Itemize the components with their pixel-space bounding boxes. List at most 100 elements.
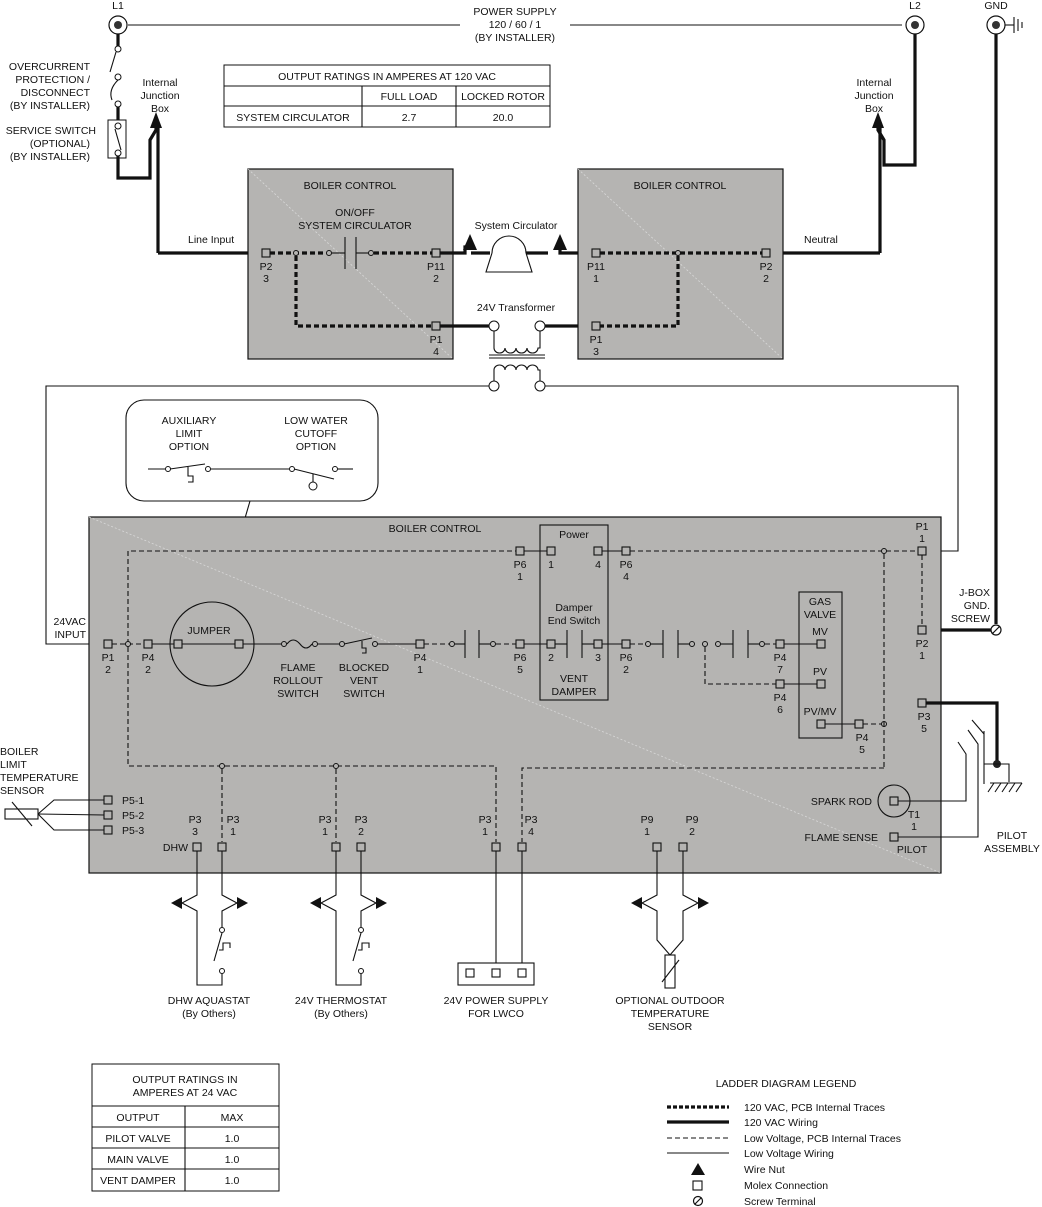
p1-3-label: P1	[590, 334, 603, 346]
table-24-row-3-value: 1.0	[225, 1175, 240, 1187]
damper-pin-2: 2	[548, 652, 554, 664]
molex-t1-1	[889, 796, 899, 806]
vent-damper-label-1: VENT	[560, 673, 589, 685]
l1-branch: OVERCURRENT PROTECTION / DISCONNECT (BY …	[6, 34, 262, 255]
p6-2-pin: 2	[623, 664, 629, 676]
power-supply-title-3: (BY INSTALLER)	[475, 32, 555, 44]
p4-5-label: P4	[856, 732, 869, 744]
outdoor-sensor-label-1: OPTIONAL OUTDOOR	[615, 995, 725, 1007]
outdoor-sensor-label-3: SENSOR	[648, 1021, 693, 1033]
circulator-switch-label-2: SYSTEM CIRCULATOR	[298, 220, 412, 232]
l2-label: L2	[909, 0, 921, 12]
molex-p3-1-lwco	[491, 842, 501, 852]
molex-p4-6	[775, 679, 785, 689]
p4-7-label: P4	[774, 652, 787, 664]
p4-5-pin: 5	[859, 744, 865, 756]
gas-valve-pvmv-label: PV/MV	[804, 706, 837, 718]
table-120-header-locked-rotor: LOCKED ROTOR	[461, 91, 545, 103]
wire-nut-icon	[463, 234, 477, 250]
p4-2-pin: 2	[145, 664, 151, 676]
wire-nut-icon	[310, 897, 321, 909]
molex-p1-2	[103, 639, 113, 649]
table-120-locked-rotor-value: 20.0	[493, 112, 514, 124]
t1-label: T1	[908, 809, 920, 821]
circulator-motor-icon	[485, 235, 533, 273]
wire-nut-icon	[150, 112, 162, 128]
thermostat-label: 24V THERMOSTAT	[295, 995, 388, 1007]
relay-contact-icon-3	[721, 630, 765, 658]
molex-damper-3	[593, 639, 603, 649]
right-junction-label-3: Box	[865, 103, 884, 115]
p3-4-pin: 4	[528, 826, 534, 838]
gnd-label: GND	[984, 0, 1008, 12]
vent-damper-box: Power 1 4 Damper End Switch 2 3 VENT DAM…	[539, 524, 609, 701]
24v-transformer: 24V Transformer	[45, 302, 959, 645]
system-circulator: System Circulator	[440, 220, 590, 273]
legend-item-3: Low Voltage, PCB Internal Traces	[744, 1133, 901, 1145]
molex-p4-7	[775, 639, 785, 649]
p3-1b-label: P3	[319, 814, 332, 826]
lwco-power-supply: 24V POWER SUPPLY FOR LWCO	[444, 851, 548, 1020]
options-bubble: AUXILIARY LIMIT OPTION LOW WATER CUTOFF …	[125, 399, 379, 605]
left-junction-label-1: Internal	[142, 77, 177, 89]
molex-p6-5	[515, 639, 525, 649]
p11-1-label: P11	[587, 261, 605, 273]
p3-2-label: P3	[355, 814, 368, 826]
molex-p3-3	[192, 842, 202, 852]
aquastat-switch-icon	[213, 932, 223, 962]
relay-contact-icon-2	[645, 630, 721, 658]
wire-nut-icon	[553, 234, 567, 250]
gas-valve-label-1: GAS	[809, 596, 831, 608]
fuse-icon	[110, 79, 119, 101]
jumper-label: JUMPER	[187, 625, 231, 637]
molex-flame-sense	[889, 832, 899, 842]
pilot-assembly-label-2: ASSEMBLY	[984, 843, 1040, 855]
molex-pv	[816, 679, 826, 689]
service-switch-label-2: (OPTIONAL)	[30, 138, 90, 150]
molex-p11-2	[431, 248, 441, 258]
p6-5-pin: 5	[517, 664, 523, 676]
p11-2-label: P11	[427, 261, 445, 273]
service-switch-icon	[114, 128, 122, 151]
p3-4-label: P3	[525, 814, 538, 826]
service-switch-label-1: SERVICE SWITCH	[6, 125, 96, 137]
jbox-label-3: SCREW	[951, 613, 990, 625]
circulator-switch-label-1: ON/OFF	[335, 207, 375, 219]
legend-item-5: Wire Nut	[744, 1164, 785, 1176]
molex-p5-3	[103, 825, 113, 835]
end-switch-label-2: End Switch	[548, 615, 601, 627]
jbox-label-1: J-BOX	[959, 587, 990, 599]
p2-2-pin: 2	[763, 273, 769, 285]
p4-6-pin: 6	[777, 704, 783, 716]
sensor-label-3: TEMPERATURE	[0, 772, 79, 784]
overcurrent-label-2: PROTECTION /	[15, 74, 90, 86]
power-supply-title-2: 120 / 60 / 1	[489, 19, 542, 31]
overcurrent-label-3: DISCONNECT	[21, 87, 91, 99]
dhw-aquastat-label: DHW AQUASTAT	[168, 995, 251, 1007]
p2-2-label: P2	[760, 261, 773, 273]
chassis-ground-icon	[987, 782, 1023, 793]
spark-rod-label: SPARK ROD	[811, 796, 872, 808]
table-120vac: OUTPUT RATINGS IN AMPERES AT 120 VAC FUL…	[223, 64, 551, 128]
aux-limit-label-1: AUXILIARY	[162, 415, 217, 427]
wire-nut-icon	[376, 897, 387, 909]
power-supply: POWER SUPPLY 120 / 60 / 1 (BY INSTALLER)…	[108, 0, 1023, 44]
wire-nut-icon	[872, 112, 884, 128]
p5-2-label: P5-2	[122, 810, 144, 822]
p5-3-label: P5-3	[122, 825, 144, 837]
molex-pvmv	[816, 719, 826, 729]
sensor-label-1: BOILER	[0, 746, 39, 758]
gas-valve-label-2: VALVE	[804, 609, 836, 621]
p6-5-label: P6	[514, 652, 527, 664]
flame-rollout-switch-icon	[281, 639, 318, 649]
l2-branch: Internal Junction Box J-BOX GND. SCREW	[770, 34, 1002, 636]
molex-p3-5	[917, 698, 927, 708]
molex-p11-1	[591, 248, 601, 258]
24vac-input-label-1: 24VAC	[54, 616, 87, 628]
end-switch-label-1: Damper	[555, 602, 593, 614]
upper-right-boiler-control: BOILER CONTROL Neutral P11 1 P2 2 P1 3	[577, 168, 838, 360]
wire-nut-icon	[171, 897, 182, 909]
p6-1-pin: 1	[517, 571, 523, 583]
molex-p3-2	[356, 842, 366, 852]
table-24-row-3-label: VENT DAMPER	[100, 1175, 176, 1187]
